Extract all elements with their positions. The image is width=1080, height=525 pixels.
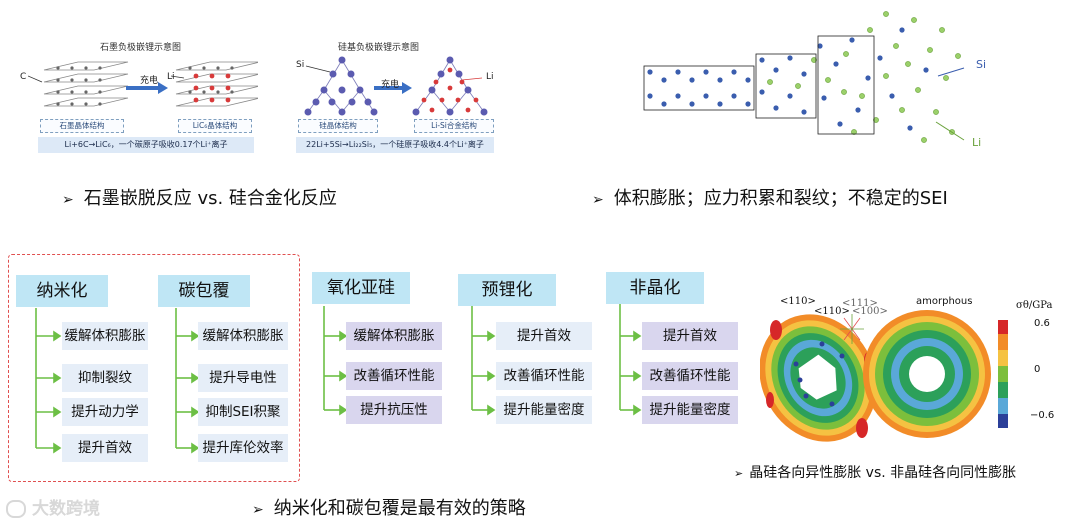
strategy-item: 改善循环性能: [496, 362, 592, 390]
strategy-item: 提升首效: [642, 322, 738, 350]
colorbar-tick-zero: 0: [1034, 364, 1041, 375]
reaction-caption: ➢ 石墨嵌脱反应 vs. 硅合金化反应: [62, 184, 337, 210]
strategy-item: 提升库伦效率: [198, 434, 288, 462]
bullet-arrow-icon: ➢: [252, 502, 264, 518]
colorbar-unit: σθ/GPa: [1016, 300, 1053, 311]
charge-label-1: 充电: [140, 76, 159, 86]
reaction-caption-text: 石墨嵌脱反应 vs. 硅合金化反应: [83, 188, 337, 209]
si-legend-label: Si: [976, 58, 987, 71]
silicon-structure-box: 硅晶体结构: [298, 119, 378, 133]
watermark: 大数跨境: [6, 494, 100, 519]
strategy-title: 氧化亚硅: [312, 272, 410, 304]
strategy-item: 抑制SEI积聚: [198, 398, 288, 426]
strategy-item: 提升能量密度: [642, 396, 738, 424]
bullet-arrow-icon: ➢: [62, 192, 74, 208]
most-effective-highlight-box: [8, 254, 300, 482]
direction-label-110a: <110>: [780, 296, 816, 307]
strategy-item: 缓解体积膨胀: [62, 322, 148, 350]
silicon-structure-image: [304, 56, 488, 116]
graphite-title: 石墨负极嵌锂示意图: [100, 43, 182, 53]
lithium-label: Li: [167, 72, 175, 82]
amorphous-label: amorphous: [916, 296, 973, 307]
stress-contour-maps: [760, 310, 1008, 442]
colorbar-tick-max: 0.6: [1034, 318, 1050, 329]
strategy-item: 缓解体积膨胀: [346, 322, 442, 350]
expansion-caption: ➢ 体积膨胀；应力积累和裂纹；不稳定的SEI: [592, 184, 948, 210]
silicon-label: Si: [296, 60, 305, 70]
strategy-caption: ➢ 纳米化和碳包覆是最有效的策略: [252, 494, 526, 520]
lithiation-lattice-image: [640, 0, 970, 165]
graphite-structure-box: 石墨晶体结构: [40, 119, 124, 133]
carbon-label: C: [20, 72, 27, 82]
strategy-title: 非晶化: [606, 272, 704, 304]
strategy-item: 提升首效: [496, 322, 592, 350]
charge-label-2: 充电: [381, 80, 400, 90]
direction-label-110b: <110>: [814, 306, 850, 317]
bullet-arrow-icon: ➢: [734, 467, 744, 480]
silicon-title: 硅基负极嵌锂示意图: [338, 43, 420, 53]
strategy-title: 纳米化: [16, 275, 108, 307]
direction-label-100: <100>: [852, 306, 888, 317]
bullet-arrow-icon: ➢: [592, 192, 604, 208]
strategy-item: 提升能量密度: [496, 396, 592, 424]
stress-caption: ➢ 晶硅各向异性膨胀 vs. 非晶硅各向同性膨胀: [734, 462, 1016, 482]
expansion-caption-text: 体积膨胀；应力积累和裂纹；不稳定的SEI: [613, 188, 948, 209]
watermark-text: 大数跨境: [32, 499, 100, 519]
strategy-item: 改善循环性能: [346, 362, 442, 390]
stress-caption-text: 晶硅各向异性膨胀 vs. 非晶硅各向同性膨胀: [749, 465, 1017, 481]
strategy-item: 提升导电性: [198, 364, 288, 392]
strategy-item: 提升首效: [62, 434, 148, 462]
lithium-label-2: Li: [486, 72, 494, 82]
graphite-equation: Li+6C→LiC₆，一个碳原子吸收0.17个Li⁺离子: [38, 137, 254, 153]
strategy-title: 预锂化: [458, 274, 556, 306]
li-legend-label: Li: [972, 136, 982, 149]
lic6-structure-box: LiC₆晶体结构: [178, 119, 252, 133]
li-si-structure-box: Li-Si合金结构: [414, 119, 494, 133]
strategy-title: 碳包覆: [158, 275, 250, 307]
strategy-item: 改善循环性能: [642, 362, 738, 390]
silicon-equation: 22Li+5Si→Li₂₂Si₅，一个硅原子吸收4.4个Li⁺离子: [296, 137, 494, 153]
strategy-item: 提升动力学: [62, 398, 148, 426]
strategy-item: 缓解体积膨胀: [198, 322, 288, 350]
watermark-logo-icon: [6, 500, 26, 518]
graphite-structure-image: [28, 61, 258, 107]
colorbar-tick-min: −0.6: [1030, 410, 1055, 421]
direction-label-111: <111>: [842, 298, 878, 309]
strategy-item: 提升抗压性: [346, 396, 442, 424]
strategy-caption-text: 纳米化和碳包覆是最有效的策略: [273, 498, 526, 519]
strategy-item: 抑制裂纹: [62, 364, 148, 392]
